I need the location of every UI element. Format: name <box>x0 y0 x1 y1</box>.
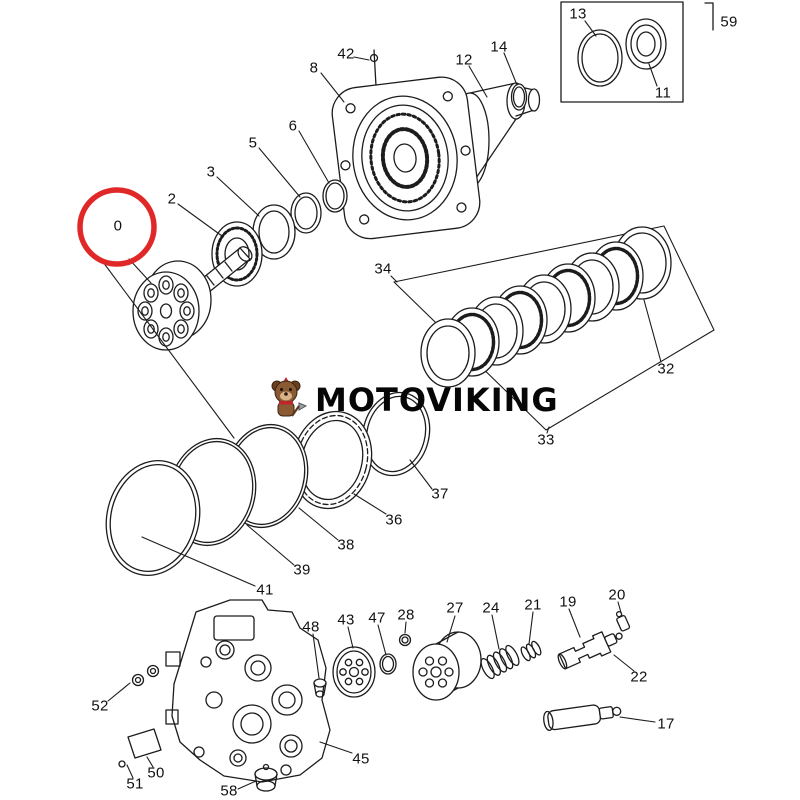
part-label-39: 39 <box>293 561 311 579</box>
inset-box <box>560 1 684 103</box>
band-36 <box>291 410 373 510</box>
ring-3 <box>252 204 296 260</box>
plug-48 <box>313 678 327 698</box>
shim-plate-50-51 <box>118 728 162 768</box>
part-label-48: 48 <box>302 618 320 636</box>
part-label-5: 5 <box>248 134 258 152</box>
ring-5 <box>290 192 322 234</box>
part-label-19: 19 <box>559 593 577 611</box>
spring-21 <box>520 640 542 662</box>
viking-bear-logo-icon <box>271 377 308 417</box>
part-label-52: 52 <box>91 697 109 715</box>
bolt-42 <box>369 49 379 87</box>
highlight-circle <box>77 187 157 267</box>
part-label-20: 20 <box>608 586 626 604</box>
part-label-37: 37 <box>431 485 449 503</box>
cartridge-17 <box>543 704 622 732</box>
leader-lines <box>107 20 662 790</box>
part-label-13: 13 <box>569 5 587 23</box>
part-label-27: 27 <box>446 599 464 617</box>
watermark: MOTOVIKING <box>266 376 559 424</box>
disc-stack-34 <box>420 241 644 388</box>
part-label-36: 36 <box>385 511 403 529</box>
o-ring-13 <box>577 29 623 87</box>
part-label-3: 3 <box>206 163 216 181</box>
o-ring-28 <box>398 633 412 647</box>
o-ring-37 <box>361 391 431 477</box>
part-label-58: 58 <box>220 782 238 800</box>
part-label-32: 32 <box>657 360 675 378</box>
pin-20 <box>615 611 631 632</box>
part-label-42: 42 <box>337 45 355 63</box>
part-label-38: 38 <box>337 536 355 554</box>
disc-group-box <box>393 225 715 431</box>
part-label-8: 8 <box>309 59 319 77</box>
snap-ring-47 <box>379 653 397 675</box>
part-label-2: 2 <box>167 190 177 208</box>
part-label-6: 6 <box>288 117 298 135</box>
part-label-28: 28 <box>397 606 415 624</box>
part-label-14: 14 <box>490 38 508 56</box>
barrel-27 <box>412 631 482 701</box>
part-label-21: 21 <box>524 596 542 614</box>
spring-24 <box>480 644 520 680</box>
pump-body-45 <box>165 599 331 783</box>
part-label-51: 51 <box>126 775 144 793</box>
part-label-0: 0 <box>113 217 123 235</box>
bracket-59 <box>704 2 714 31</box>
part-label-11: 11 <box>654 84 672 102</box>
part-label-34: 34 <box>374 260 392 278</box>
valve-spool-19 <box>557 631 623 670</box>
part-label-12: 12 <box>455 51 473 69</box>
part-label-43: 43 <box>337 611 355 629</box>
part-label-33: 33 <box>537 431 555 449</box>
nuts-52 <box>131 664 160 687</box>
part-label-17: 17 <box>657 715 675 733</box>
part-label-41: 41 <box>256 581 274 599</box>
part-label-59: 59 <box>720 13 738 31</box>
group-line <box>99 257 235 439</box>
ring-14 <box>510 83 528 111</box>
cylinder-block-0 <box>132 260 212 351</box>
snap-ring-6 <box>322 179 348 213</box>
part-label-47: 47 <box>368 609 386 627</box>
watermark-text: MOTOVIKING <box>315 381 559 419</box>
part-label-22: 22 <box>630 668 648 686</box>
cap-58 <box>254 763 278 792</box>
mounting-flange-8 <box>331 76 481 240</box>
seal-11 <box>625 18 667 70</box>
part-label-24: 24 <box>482 599 500 617</box>
o-ring-41 <box>105 459 201 577</box>
part-label-45: 45 <box>352 750 370 768</box>
part-label-50: 50 <box>147 764 165 782</box>
port-plate-43 <box>332 646 376 698</box>
